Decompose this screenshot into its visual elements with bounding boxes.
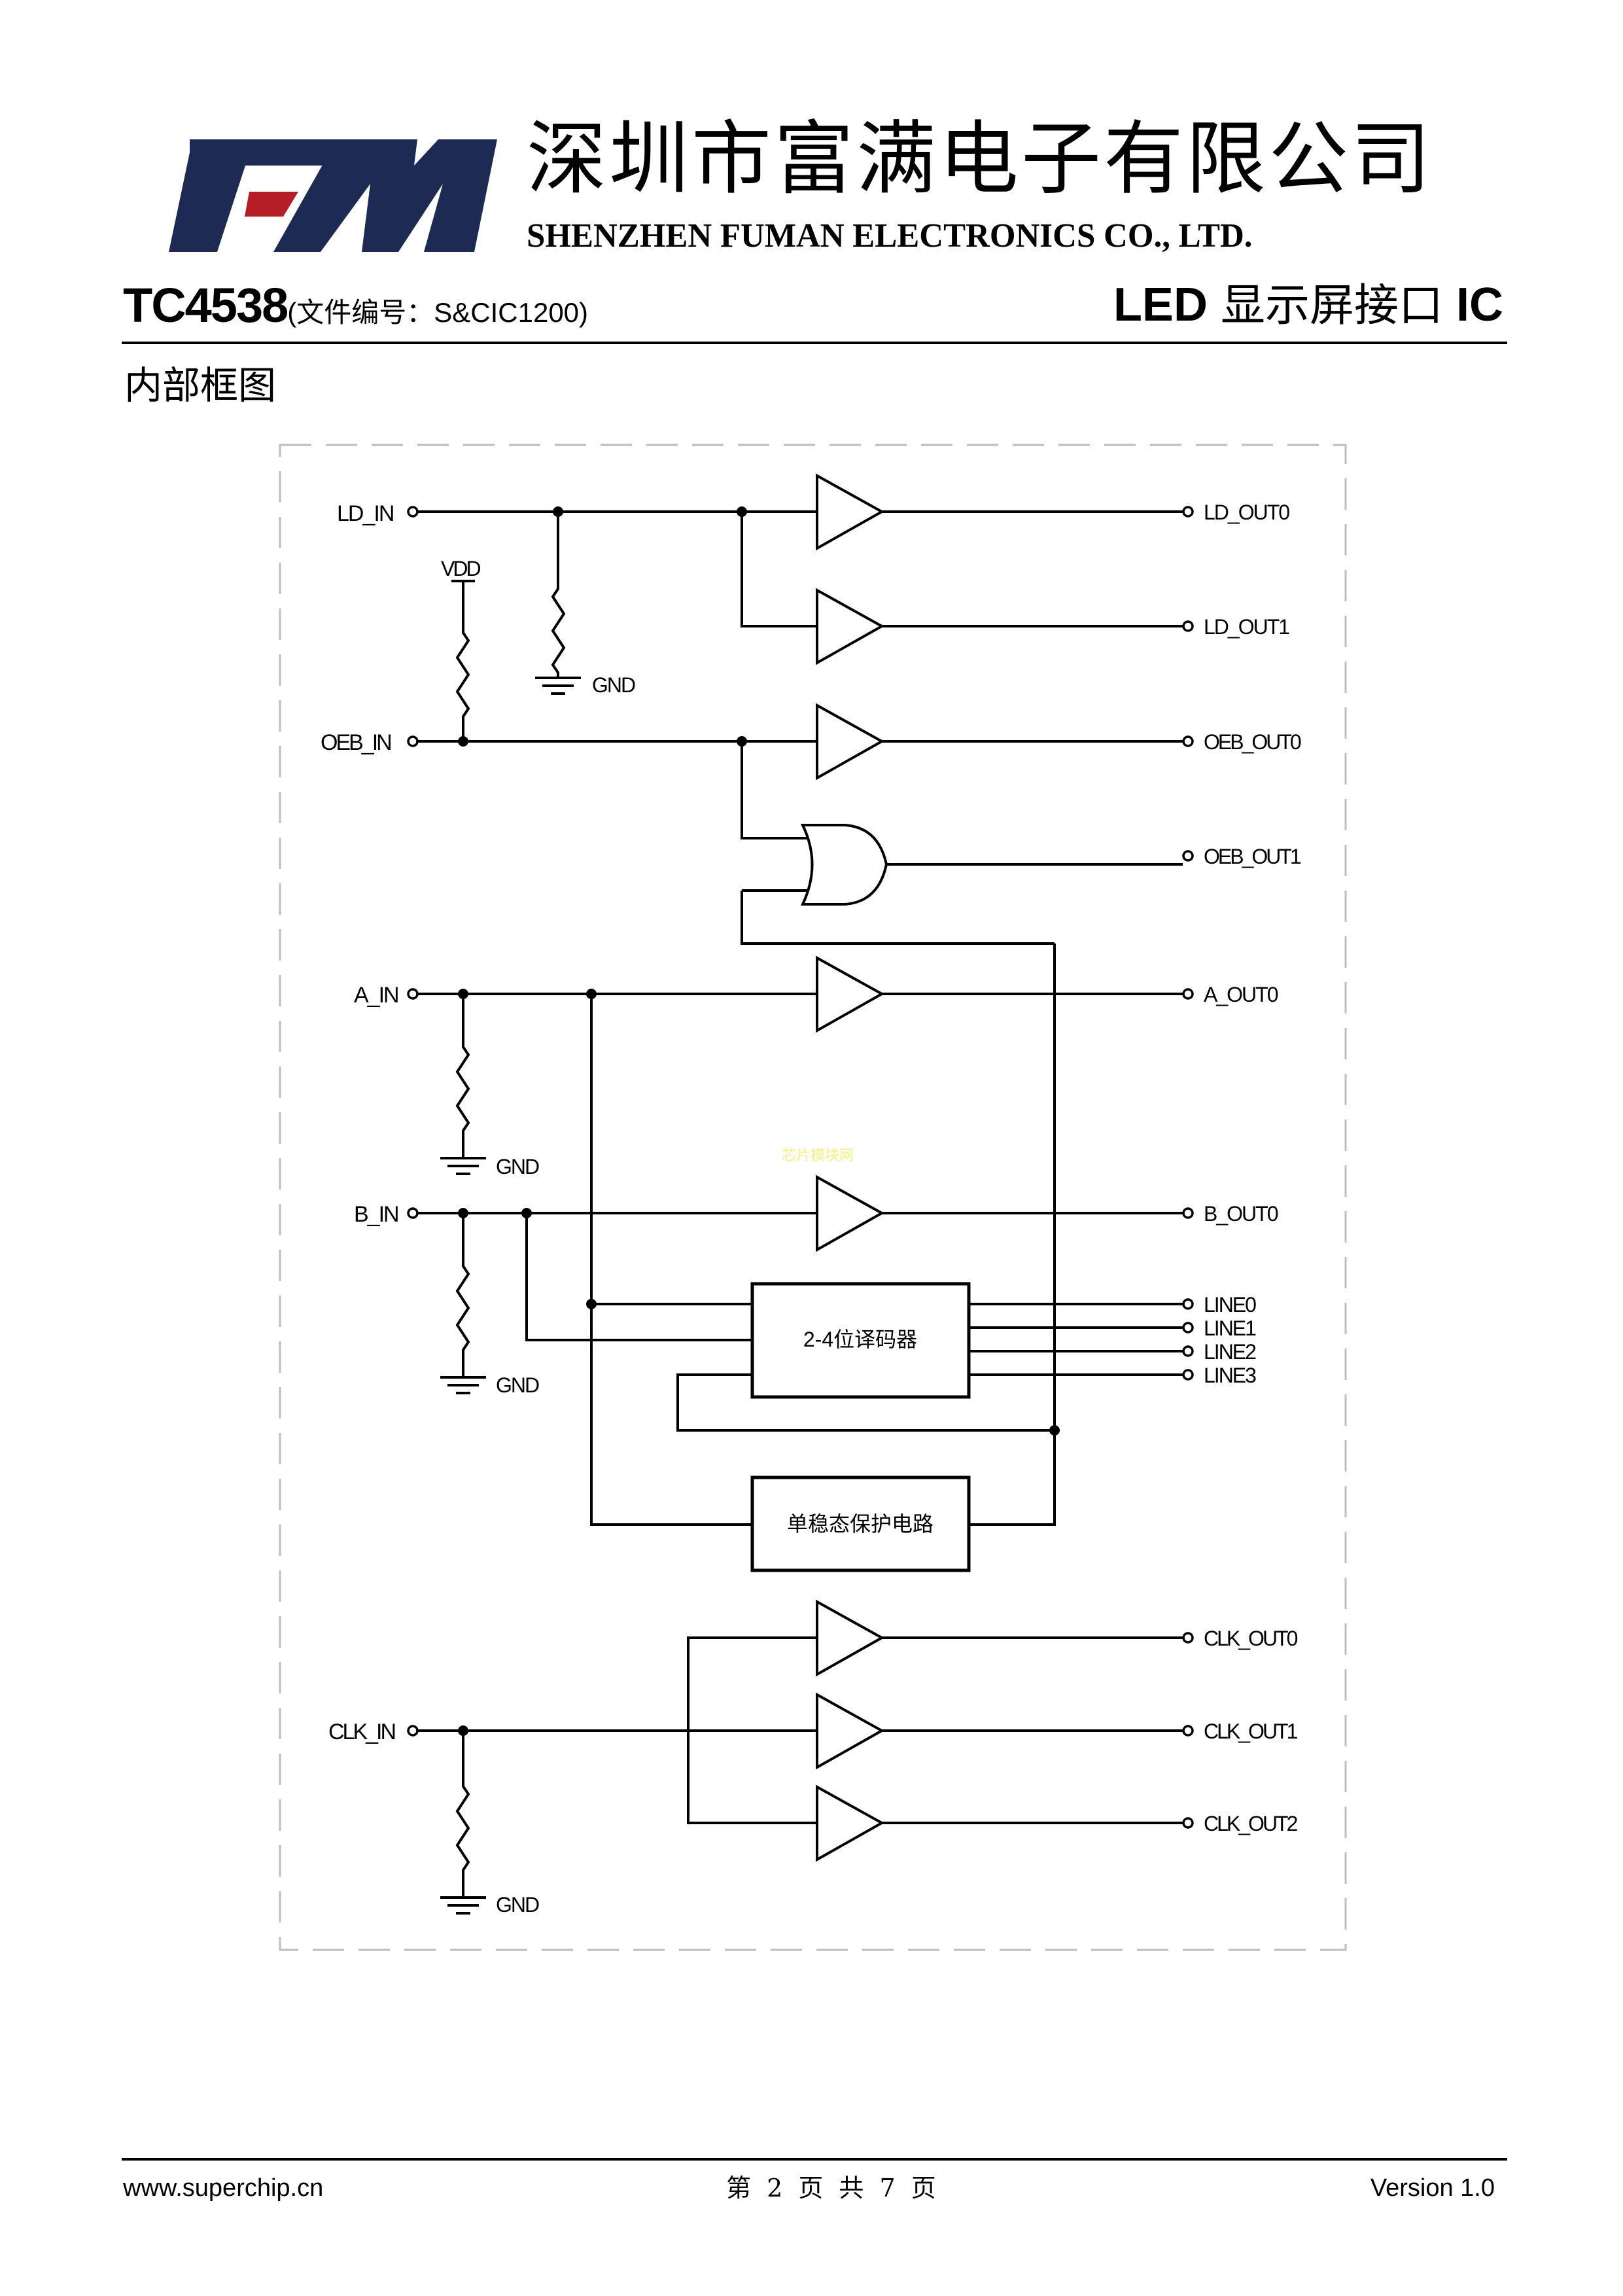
logo-m-letter — [273, 139, 497, 252]
line1-label: LINE1 — [1204, 1316, 1256, 1340]
footer-divider — [122, 2158, 1507, 2161]
ground-icon — [535, 674, 581, 695]
junction-dot — [586, 1299, 597, 1309]
gnd-label: GND — [496, 1373, 539, 1397]
b-pulldown-resistor — [455, 1213, 470, 1376]
clk-in-pin[interactable] — [407, 1725, 419, 1737]
b-section: B_IN GND B_OUT0 — [354, 1174, 1280, 1397]
oeb-in-label: OEB_IN — [321, 730, 391, 755]
a-out0-pin[interactable] — [1182, 988, 1194, 1000]
gnd-label: GND — [496, 1893, 539, 1916]
ld-in-label: LD_IN — [337, 501, 393, 526]
oeb-pullup-resistor — [455, 581, 470, 741]
footer-version: Version 1.0 — [1370, 2174, 1495, 2202]
clk-out2-pin[interactable] — [1182, 1817, 1194, 1829]
ld-out0-pin[interactable] — [1182, 506, 1194, 518]
oeb-out1-label: OEB_OUT1 — [1204, 845, 1301, 868]
line3-label: LINE3 — [1204, 1364, 1256, 1387]
clk-in-label: CLK_IN — [328, 1720, 394, 1744]
document-title: TC4538(文件编号：S&CIC1200) — [123, 281, 588, 330]
clk-out1-pin[interactable] — [1182, 1725, 1194, 1737]
diagram-frame — [279, 444, 1347, 1951]
b-in-pin[interactable] — [407, 1207, 419, 1219]
ld-out0-label: LD_OUT0 — [1204, 501, 1289, 524]
logo-f-letter — [169, 139, 363, 252]
logo-red-bar — [245, 192, 298, 217]
clk-out0-label: CLK_OUT0 — [1204, 1627, 1298, 1650]
ground-icon — [440, 1376, 486, 1394]
buffer-ld-out0 — [816, 473, 885, 551]
ground-icon — [440, 1157, 486, 1175]
vdd-label: VDD — [441, 557, 480, 580]
junction-dot — [458, 736, 468, 747]
clk-out1-label: CLK_OUT1 — [1204, 1720, 1298, 1743]
gnd-label: GND — [592, 673, 635, 697]
product-type-cn: 显示屏接口 — [1220, 280, 1443, 332]
product-type-prefix: LED — [1113, 279, 1208, 331]
or-gate — [800, 824, 888, 906]
clk-pulldown-resistor — [455, 1731, 470, 1896]
oeb-in-pin[interactable] — [407, 735, 419, 747]
ld-out1-label: LD_OUT1 — [1204, 615, 1289, 639]
section-title: 内部框图 — [124, 363, 277, 408]
decoder-label: 2-4位译码器 — [803, 1328, 917, 1351]
product-type: LED 显示屏接口 IC — [1113, 281, 1503, 328]
footer-website-link[interactable]: www.superchip.cn — [123, 2174, 324, 2202]
line0-pin[interactable] — [1182, 1298, 1194, 1310]
buffer-clk-out0 — [816, 1599, 885, 1677]
gnd-label: GND — [496, 1155, 539, 1178]
a-out0-label: A_OUT0 — [1204, 983, 1278, 1006]
part-number: TC4538 — [123, 278, 288, 332]
b-out0-pin[interactable] — [1182, 1207, 1194, 1219]
clk-section: CLK_IN GND CLK_OUT0 CLK_OUT1 CLK_OUT2 — [328, 1599, 1300, 1916]
a-pulldown-resistor — [455, 994, 470, 1157]
line1-pin[interactable] — [1182, 1322, 1194, 1333]
line2-label: LINE2 — [1204, 1340, 1256, 1364]
document-number: (文件编号：S&CIC1200) — [287, 297, 589, 328]
clk-out2-label: CLK_OUT2 — [1204, 1812, 1298, 1835]
buffer-oeb-out0 — [816, 703, 885, 781]
oeb-out0-pin[interactable] — [1182, 735, 1194, 747]
b-out0-label: B_OUT0 — [1204, 1202, 1278, 1226]
buffer-clk-out2 — [816, 1784, 885, 1862]
fm-logo-icon — [169, 139, 497, 252]
oeb-out1-pin[interactable] — [1182, 850, 1194, 862]
clk-out0-pin[interactable] — [1182, 1632, 1194, 1644]
buffer-clk-out1 — [816, 1692, 885, 1770]
decoder-block: 2-4位译码器 LINE0 LINE1 LINE2 LINE3 — [676, 1282, 1257, 1436]
a-in-label: A_IN — [354, 983, 398, 1008]
buffer-b-out0 — [816, 1174, 885, 1252]
header-divider — [122, 342, 1507, 344]
monostable-block: 单稳态保护电路 — [750, 1475, 971, 1572]
watermark-text: 芯片模块网 — [782, 1147, 854, 1163]
b-in-label: B_IN — [354, 1202, 398, 1227]
line2-pin[interactable] — [1182, 1345, 1194, 1357]
ld-in-pin[interactable] — [407, 506, 419, 518]
a-section: A_IN GND A_OUT0 — [354, 955, 1280, 1526]
product-type-suffix: IC — [1456, 279, 1503, 331]
company-name-en: SHENZHEN FUMAN ELECTRONICS CO., LTD. — [527, 217, 1253, 255]
ld-section: LD_IN GND LD_OUT0 LD_OUT1 — [337, 473, 1291, 697]
ld-out1-pin[interactable] — [1182, 620, 1194, 632]
ld-pulldown-resistor — [551, 512, 566, 674]
ground-icon — [440, 1896, 486, 1915]
a-in-pin[interactable] — [407, 988, 419, 1000]
junction-dot — [1049, 1425, 1060, 1436]
buffer-a-out0 — [816, 955, 885, 1033]
company-name-cn: 深圳市富满电子有限公司 — [527, 113, 1433, 205]
oeb-out0-label: OEB_OUT0 — [1204, 730, 1301, 754]
line0-label: LINE0 — [1204, 1293, 1256, 1316]
monostable-label: 单稳态保护电路 — [787, 1512, 934, 1536]
footer-page-info: 第 2 页 共 7 页 — [726, 2174, 936, 2202]
buffer-ld-out1 — [816, 588, 885, 665]
oeb-section: VDD OEB_IN OEB_OUT0 OEB_OUT1 — [321, 557, 1303, 945]
monostable-feedback-line — [969, 944, 1056, 1526]
line3-pin[interactable] — [1182, 1369, 1194, 1381]
